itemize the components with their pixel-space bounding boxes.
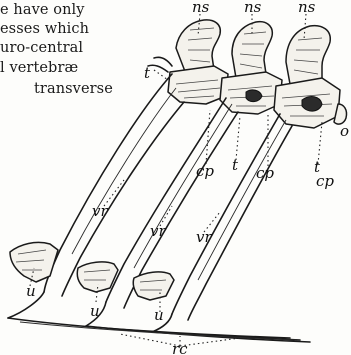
label-t-2: t (232, 156, 239, 174)
label-o: o (340, 122, 349, 140)
vertebra-1 (148, 20, 228, 104)
label-cp-2: cp (256, 164, 274, 182)
label-vr-3: vr (196, 228, 212, 246)
label-vr-1: vr (92, 202, 108, 220)
label-rc: rc (172, 340, 188, 355)
leader-lines (30, 14, 322, 346)
label-ns-2: ns (244, 0, 262, 16)
label-cp-3: cp (316, 172, 334, 190)
label-u-1: u (26, 282, 36, 300)
label-u-3: u (154, 306, 164, 324)
label-ns-3: ns (298, 0, 316, 16)
label-t-1: t (144, 64, 151, 82)
label-vr-2: vr (150, 222, 166, 240)
vertebra-2 (220, 22, 282, 114)
label-cp-1: cp (196, 162, 214, 180)
vertebra-3 (274, 26, 347, 128)
label-u-2: u (90, 302, 100, 320)
label-ns-1: ns (192, 0, 210, 16)
